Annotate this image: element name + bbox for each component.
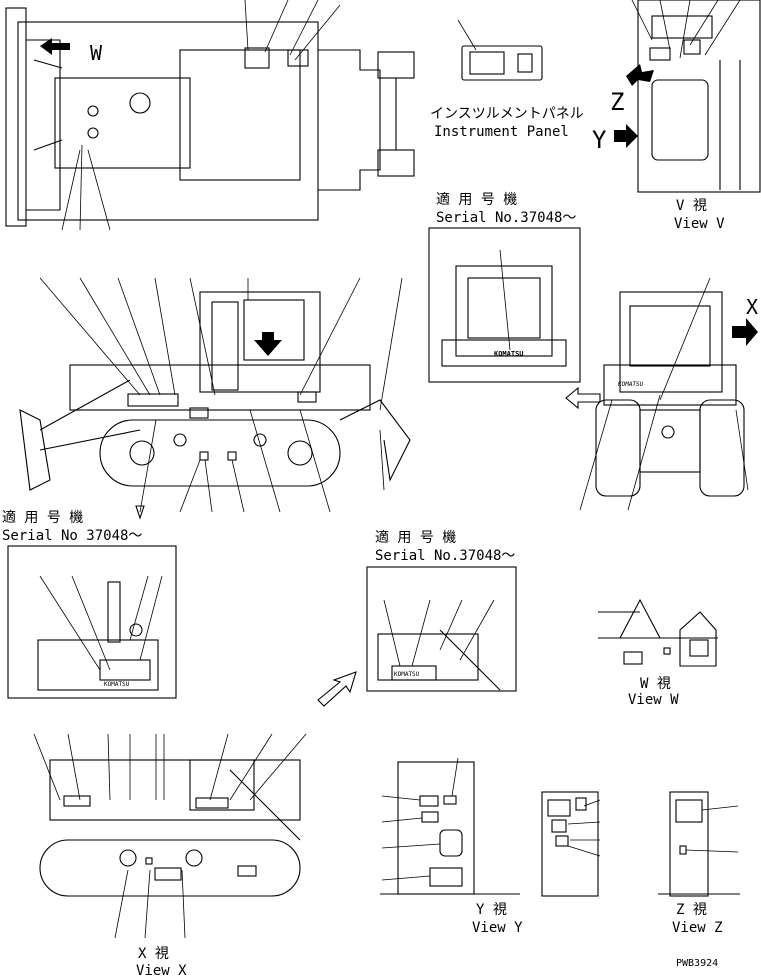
arrow-w-icon bbox=[40, 38, 70, 55]
view-y-detail: Y 視 View Y bbox=[380, 757, 523, 936]
serial-box-top: 適 用 号 機 Serial No.37048～ KOMATSU bbox=[428, 191, 581, 383]
instrument-panel-jp: インスツルメントパネル bbox=[430, 106, 584, 122]
serial-mid: Serial No.37048～ bbox=[375, 548, 515, 564]
letter-x: X bbox=[746, 295, 758, 319]
y-area-device bbox=[541, 791, 601, 897]
letter-w: W bbox=[90, 41, 103, 65]
view-v-jp: V 視 bbox=[676, 198, 707, 214]
letter-z: Z bbox=[610, 88, 624, 116]
serial-left: Serial No 37048～ bbox=[2, 528, 142, 544]
serial-box-left: 適 用 号 機 Serial No 37048～ KOMATSU bbox=[2, 509, 177, 699]
view-v-detail: Z Y V 視 View V bbox=[592, 0, 761, 232]
view-z-jp: Z 視 bbox=[676, 902, 707, 918]
brand-label-mid: KOMATSU bbox=[394, 671, 420, 678]
top-view-machine: W bbox=[5, 0, 415, 231]
view-x-detail: X 視 View X bbox=[33, 733, 307, 978]
arrow-down-icon bbox=[254, 332, 282, 356]
pointer-arrow-mid bbox=[317, 671, 357, 707]
serial-jp-top: 適 用 号 機 bbox=[436, 191, 517, 208]
arrow-y-icon bbox=[614, 124, 638, 148]
serial-jp-left: 適 用 号 機 bbox=[2, 509, 83, 526]
view-w-en: View W bbox=[628, 692, 679, 708]
serial-top: Serial No.37048～ bbox=[436, 210, 576, 226]
instrument-panel-en: Instrument Panel bbox=[434, 124, 569, 140]
letter-y: Y bbox=[592, 126, 607, 154]
view-w-detail: W 視 View W bbox=[598, 598, 718, 708]
side-view-machine bbox=[19, 277, 411, 520]
view-w-jp: W 視 bbox=[640, 676, 671, 692]
serial-box-mid: 適 用 号 機 Serial No.37048～ KOMATSU bbox=[317, 529, 517, 707]
arrow-z-icon bbox=[626, 64, 654, 86]
view-x-en: View X bbox=[136, 963, 187, 978]
view-x-jp: X 視 bbox=[138, 946, 169, 962]
view-y-en: View Y bbox=[472, 920, 523, 936]
brand-label-top: KOMATSU bbox=[494, 350, 524, 358]
drawing-number: PWB3924 bbox=[676, 958, 718, 969]
brand-label-left: KOMATSU bbox=[104, 681, 130, 688]
view-z-detail: Z 視 View Z bbox=[658, 791, 740, 936]
view-v-en: View V bbox=[674, 216, 725, 232]
serial-jp-mid: 適 用 号 機 bbox=[375, 529, 456, 546]
brand-label-rear: KOMATSU bbox=[617, 381, 644, 388]
view-z-en: View Z bbox=[672, 920, 723, 936]
view-y-jp: Y 視 bbox=[476, 902, 507, 918]
rear-view-machine: KOMATSU X bbox=[565, 277, 758, 511]
instrument-panel-detail: インスツルメントパネル Instrument Panel bbox=[430, 19, 584, 140]
pointer-arrow-rear bbox=[565, 386, 601, 410]
arrow-x-icon bbox=[732, 318, 758, 346]
